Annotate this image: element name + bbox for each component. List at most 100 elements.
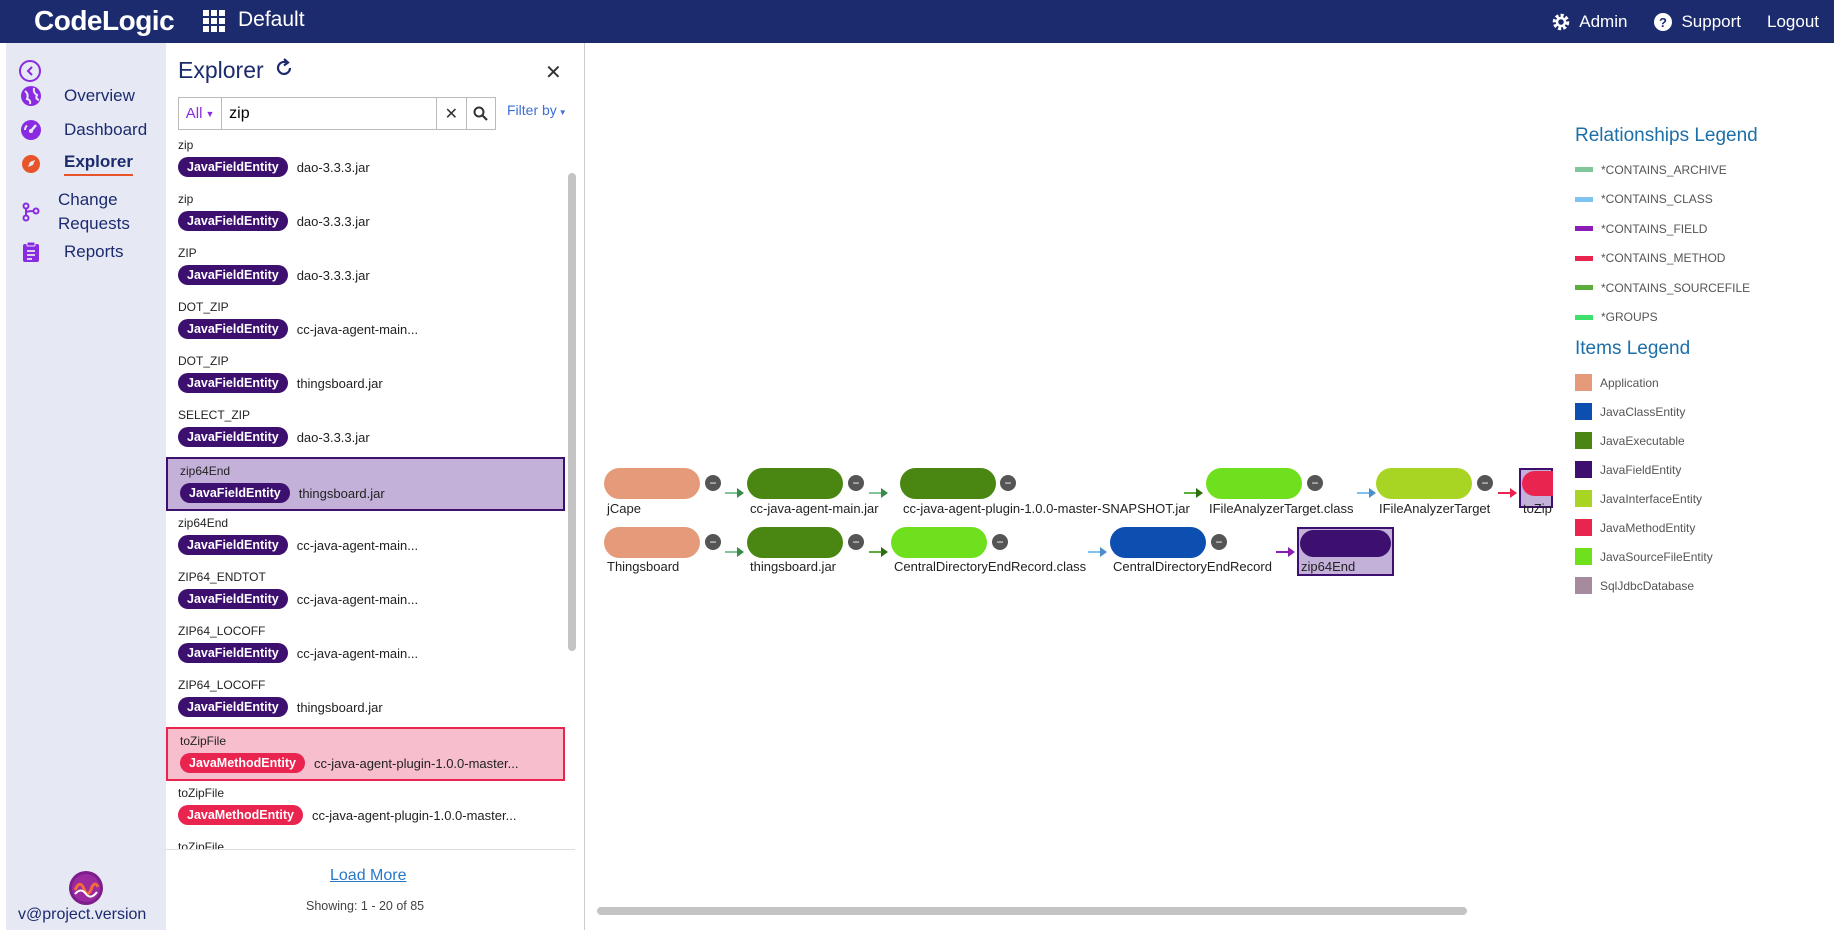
- graph-node[interactable]: [1376, 468, 1472, 499]
- edge-arrow: [725, 547, 744, 557]
- edge-arrow: [725, 488, 744, 498]
- collapse-node-button[interactable]: −: [1000, 475, 1016, 491]
- nav-item-reports[interactable]: Reports: [20, 241, 124, 263]
- edge-arrow: [1276, 547, 1295, 557]
- results-scrollbar[interactable]: [568, 173, 576, 651]
- result-source: cc-java-agent-plugin-1.0.0-master...: [313, 755, 519, 771]
- nav-label-change-requests: Change Requests: [58, 190, 130, 233]
- search-type-value: All: [185, 105, 203, 122]
- close-icon[interactable]: ✕: [545, 62, 562, 84]
- clear-search-icon[interactable]: ✕: [436, 98, 465, 129]
- list-item[interactable]: toZipFile: [166, 835, 565, 849]
- nav-item-overview[interactable]: Overview: [20, 85, 135, 107]
- result-source: dao-3.3.3.jar: [296, 159, 370, 175]
- graph-node[interactable]: [900, 468, 996, 499]
- nav-label-dashboard: Dashboard: [64, 120, 148, 139]
- search-input[interactable]: [222, 98, 437, 129]
- result-source: thingsboard.jar: [298, 485, 385, 501]
- graph-node-label: zip64End: [1301, 559, 1356, 574]
- edge-arrow: [1357, 488, 1376, 498]
- legend-label: *GROUPS: [1601, 310, 1658, 325]
- legend-label: JavaSourceFileEntity: [1600, 549, 1713, 564]
- refresh-icon[interactable]: [274, 57, 294, 84]
- graph-node[interactable]: [1300, 530, 1391, 557]
- graph-node-label: cc-java-agent-main.jar: [750, 501, 879, 516]
- admin-button[interactable]: Admin: [1551, 12, 1627, 32]
- result-type-badge: JavaFieldEntity: [178, 265, 288, 285]
- edge-arrow: [869, 488, 888, 498]
- legend-swatch: [1575, 403, 1592, 420]
- collapse-node-button[interactable]: −: [705, 475, 721, 491]
- graph-node-label: IFileAnalyzerTarget: [1379, 501, 1491, 516]
- result-source: thingsboard.jar: [296, 375, 383, 391]
- question-circle-icon: ?: [1654, 12, 1673, 31]
- result-type-badge: JavaMethodEntity: [180, 753, 305, 773]
- nav-item-change-requests[interactable]: Change Requests: [20, 188, 138, 236]
- relationships-legend-title: Relationships Legend: [1575, 125, 1758, 146]
- nav-item-explorer[interactable]: Explorer: [20, 152, 133, 176]
- filter-by-dropdown[interactable]: Filter by▼: [507, 102, 567, 118]
- search-icon[interactable]: [465, 98, 495, 129]
- logout-button[interactable]: Logout: [1767, 11, 1819, 31]
- nav-label-explorer: Explorer: [64, 152, 133, 176]
- legend-label: *CONTAINS_FIELD: [1601, 221, 1708, 236]
- result-name: zip: [178, 138, 194, 152]
- items-legend-title: Items Legend: [1575, 338, 1691, 359]
- collapse-node-button[interactable]: −: [1477, 475, 1493, 491]
- result-name: DOT_ZIP: [178, 354, 229, 368]
- result-type-badge: JavaFieldEntity: [178, 211, 288, 231]
- graph-horizontal-scrollbar[interactable]: [597, 907, 1467, 915]
- result-type-badge: JavaFieldEntity: [178, 697, 288, 717]
- support-label: Support: [1681, 11, 1741, 31]
- collapse-node-button[interactable]: −: [848, 534, 864, 550]
- legend-label: *CONTAINS_ARCHIVE: [1601, 162, 1727, 177]
- legend-item: JavaSourceFileEntity: [1575, 542, 1815, 571]
- version-label: v@project.version: [18, 906, 147, 923]
- explorer-title-text: Explorer: [178, 57, 264, 83]
- graph-node[interactable]: [891, 527, 987, 558]
- graph-node[interactable]: [1110, 527, 1206, 558]
- collapse-node-button[interactable]: −: [1307, 475, 1323, 491]
- graph-node[interactable]: [747, 527, 843, 558]
- search-type-dropdown[interactable]: All ▼: [179, 98, 223, 129]
- graph-node[interactable]: [1522, 471, 1553, 496]
- support-button[interactable]: ? Support: [1653, 12, 1741, 32]
- workspace-name[interactable]: Default: [238, 8, 305, 31]
- graph-canvas[interactable]: jCape − cc-java-agent-main.jar − cc-java…: [585, 43, 1834, 930]
- globe-icon: [20, 85, 42, 107]
- collapse-node-button[interactable]: −: [705, 534, 721, 550]
- result-name: ZIP: [178, 246, 197, 260]
- apps-grid-icon[interactable]: [203, 10, 225, 32]
- load-more-link[interactable]: Load More: [330, 867, 407, 884]
- legend-swatch: [1575, 255, 1593, 261]
- result-source: cc-java-agent-main...: [296, 321, 419, 337]
- codelogic-logo[interactable]: CodeLogic: [34, 5, 175, 36]
- graph-node[interactable]: [747, 468, 843, 499]
- legend-label: Application: [1600, 375, 1659, 390]
- result-type-badge: JavaFieldEntity: [178, 319, 288, 339]
- chevron-down-icon: ▼: [205, 108, 215, 119]
- collapse-nav-button[interactable]: [19, 60, 41, 82]
- nav-item-dashboard[interactable]: Dashboard: [20, 119, 147, 141]
- legend-item: SqlJdbcDatabase: [1575, 571, 1815, 600]
- graph-node[interactable]: [1206, 468, 1302, 499]
- graph-node[interactable]: [604, 527, 700, 558]
- legend-swatch: [1575, 374, 1592, 391]
- collapse-node-button[interactable]: −: [848, 475, 864, 491]
- graph-node[interactable]: [604, 468, 700, 499]
- collapse-node-button[interactable]: −: [992, 534, 1008, 550]
- collapse-node-button[interactable]: −: [1211, 534, 1227, 550]
